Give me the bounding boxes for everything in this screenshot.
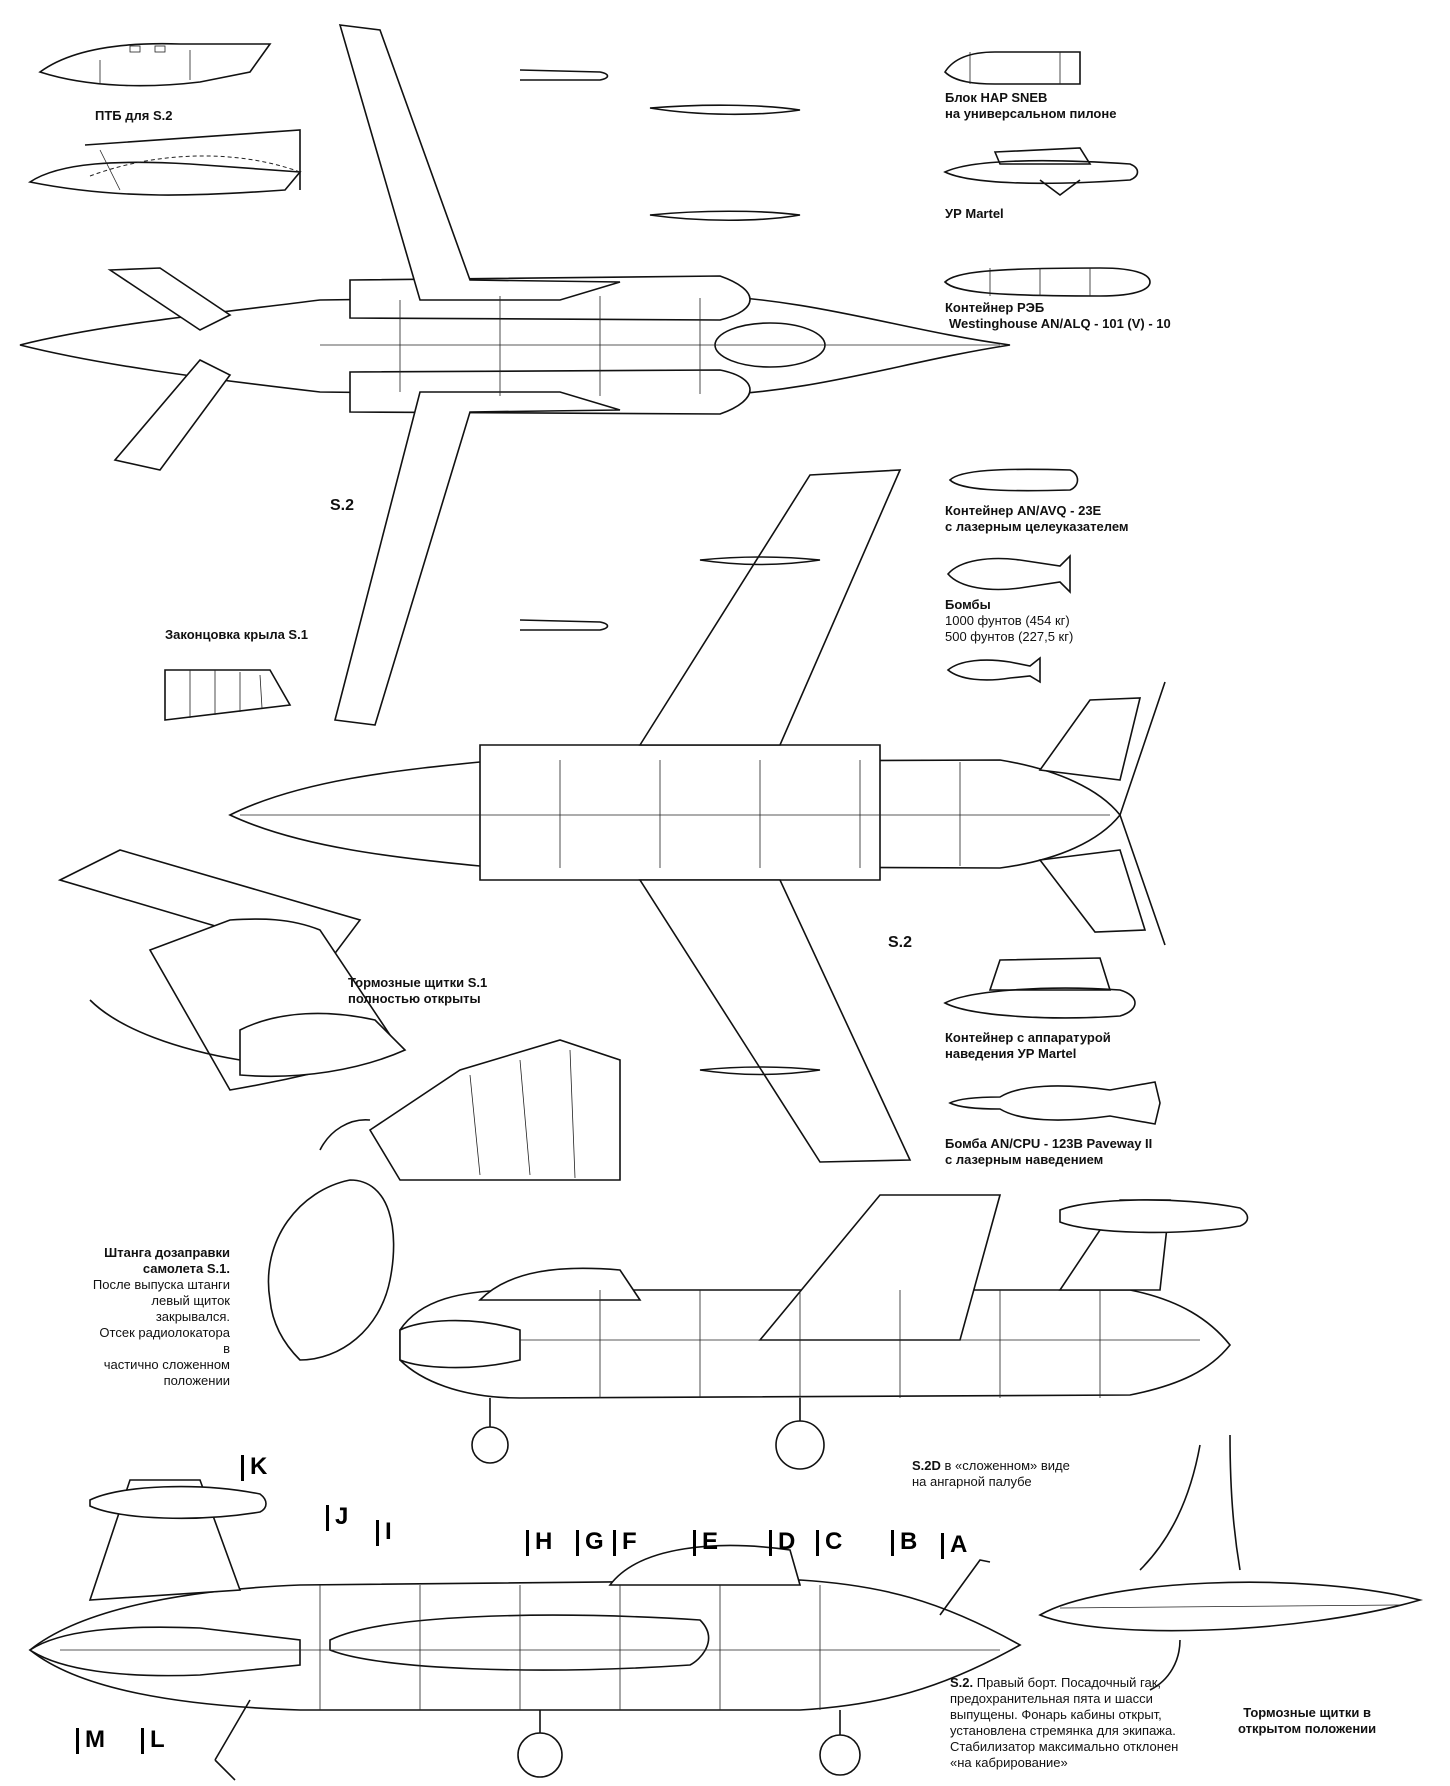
label-refuel-probe: Штанга дозаправки самолета S.1. После вы… — [90, 1245, 230, 1389]
text-paveway2: с лазерным наведением — [945, 1152, 1104, 1167]
text-s2-upper: S.2 — [330, 497, 355, 514]
text-probe-4: частично сложенном — [103, 1357, 230, 1372]
store-alq101 — [943, 267, 1151, 297]
text-martel-pod1: Контейнер с аппаратурой — [945, 1030, 1111, 1045]
text-bombs-500: 500 фунтов (227,5 кг) — [945, 629, 1074, 644]
store-bomb-500 — [946, 656, 1041, 684]
text-probe-2: левый щиток закрывался. — [151, 1293, 230, 1324]
text-s2-side-3: выпущены. Фонарь кабины открыт, — [950, 1707, 1162, 1722]
station-b: B — [890, 1528, 918, 1556]
station-g: G — [576, 1528, 604, 1556]
text-avq2: с лазерным целеуказателем — [945, 519, 1129, 534]
text-brakes-s1-1: Тормозные щитки S.1 — [348, 975, 488, 990]
store-sneb — [943, 51, 1081, 85]
text-reb2: Westinghouse AN/ALQ - 101 (V) - 10 — [949, 316, 1171, 331]
airbrake-s1-sketch — [57, 849, 407, 1091]
text-probe-title2: самолета S.1. — [142, 1261, 230, 1276]
station-m: M — [76, 1726, 105, 1754]
store-bomb-1000 — [946, 554, 1071, 594]
station-d: D — [768, 1528, 796, 1556]
station-a: A — [940, 1531, 968, 1559]
text-s2d-2: на ангарной палубе — [912, 1474, 1032, 1489]
text-s2-side-5: Стабилизатор максимально отклонен — [950, 1739, 1179, 1754]
text-probe-title1: Штанга дозаправки — [104, 1245, 230, 1260]
label-s2-side: S.2. Правый борт. Посадочный гак, предох… — [950, 1675, 1240, 1771]
text-martel-pod2: наведения УР Martel — [945, 1046, 1077, 1061]
text-s2d-bold: S.2D — [912, 1458, 941, 1473]
text-s2-side-1: Правый борт. Посадочный гак, — [973, 1675, 1162, 1690]
label-sneb: Блок HAP SNEB на универсальном пилоне — [945, 90, 1116, 122]
text-martel: УР Martel — [945, 206, 1004, 221]
text-paveway1: Бомба AN/CPU - 123B Paveway II — [945, 1136, 1153, 1151]
station-c: C — [815, 1528, 843, 1556]
text-probe-5: положении — [163, 1373, 230, 1388]
store-martel-pod — [943, 957, 1136, 1019]
station-j: J — [325, 1503, 349, 1531]
text-s2d-1: в «сложенном» виде — [940, 1458, 1070, 1473]
label-martel: УР Martel — [945, 206, 1004, 222]
text-s2-side-4: установлена стремянка для экипажа. — [950, 1723, 1176, 1738]
station-e: E — [692, 1528, 719, 1556]
label-s2d: S.2D в «сложенном» виде на ангарной палу… — [912, 1458, 1070, 1490]
station-k: K — [240, 1453, 268, 1481]
label-paveway: Бомба AN/CPU - 123B Paveway II с лазерны… — [945, 1136, 1152, 1168]
refuel-probe-sketch — [267, 1039, 621, 1361]
plan-view-lower — [228, 469, 1166, 1163]
text-wingtip: Законцовка крыла S.1 — [165, 627, 308, 642]
plan-view-upper — [19, 24, 1011, 726]
label-s2-lower: S.2 — [888, 935, 912, 951]
store-paveway — [948, 1081, 1161, 1125]
text-s2-side-6: «на кабрирование» — [950, 1755, 1068, 1770]
text-s2-lower: S.2 — [888, 934, 913, 951]
label-brakes-open: Тормозные щитки в открытом положении — [1238, 1705, 1376, 1737]
drop-tank-side — [27, 129, 302, 196]
label-drop-tank: ПТБ для S.2 — [95, 108, 172, 124]
text-probe-1: После выпуска штанги — [92, 1277, 230, 1292]
airbrakes-open-view — [1038, 1434, 1424, 1691]
station-f: F — [613, 1528, 637, 1556]
drop-tank-top — [38, 42, 272, 87]
text-bombs-title: Бомбы — [945, 597, 991, 612]
side-view-s2 — [28, 1479, 1022, 1781]
station-l: L — [141, 1726, 165, 1754]
text-ptb: ПТБ для S.2 — [95, 108, 173, 123]
label-bombs: Бомбы 1000 фунтов (454 кг) 500 фунтов (2… — [945, 597, 1073, 645]
store-martel — [943, 147, 1139, 196]
label-brakes-s1: Тормозные щитки S.1 полностью открыты — [348, 975, 487, 1007]
wingtip-s1-sketch — [164, 669, 292, 721]
station-h: H — [525, 1528, 553, 1556]
text-s2-side-2: предохранительная пята и шасси — [950, 1691, 1153, 1706]
label-avq23e: Контейнер AN/AVQ - 23E с лазерным целеук… — [945, 503, 1129, 535]
store-avq23e — [948, 468, 1079, 492]
label-s2-upper: S.2 — [330, 498, 354, 514]
text-probe-3: Отсек радиолокатора в — [99, 1325, 230, 1356]
text-bombs-1000: 1000 фунтов (454 кг) — [945, 613, 1070, 628]
text-brakes-open1: Тормозные щитки в — [1243, 1705, 1371, 1720]
text-s2-side-bold: S.2. — [950, 1675, 974, 1690]
label-wingtip-s1: Законцовка крыла S.1 — [165, 627, 308, 643]
text-brakes-open2: открытом положении — [1238, 1721, 1377, 1736]
text-reb1: Контейнер РЭБ — [945, 300, 1045, 315]
text-brakes-s1-2: полностью открыты — [348, 991, 481, 1006]
side-view-s2d — [399, 1194, 1249, 1470]
text-avq1: Контейнер AN/AVQ - 23E — [945, 503, 1102, 518]
text-hap2: на универсальном пилоне — [945, 106, 1117, 121]
station-i: I — [376, 1518, 392, 1546]
label-alq101: Контейнер РЭБ Westinghouse AN/ALQ - 101 … — [945, 300, 1171, 332]
label-martel-pod: Контейнер с аппаратурой наведения УР Mar… — [945, 1030, 1111, 1062]
text-hap1: Блок HAP SNEB — [945, 90, 1048, 105]
